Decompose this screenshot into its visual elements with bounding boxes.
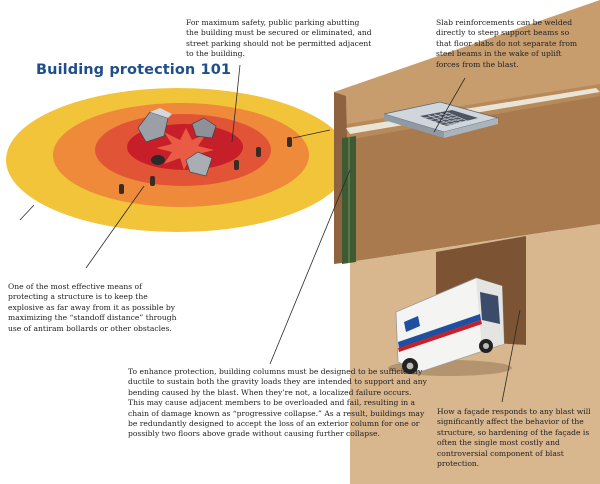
blast-zone	[6, 88, 350, 232]
leader-standoff-2	[19, 204, 35, 221]
leader-lines	[19, 64, 521, 403]
wrecked-car-icon	[137, 108, 217, 177]
leader-slab	[433, 77, 466, 133]
bollard-icon	[119, 137, 292, 194]
caption-parking: For maximum safety, public parking abutt…	[186, 18, 372, 59]
page-title: Building protection 101	[36, 62, 232, 78]
leader-standoff	[85, 185, 145, 269]
caption-slab-reinforcement: Slab reinforcements can be welded direct…	[436, 18, 578, 69]
leader-slab-column	[292, 129, 331, 139]
building-ledge	[346, 96, 600, 262]
mail-truck-icon	[388, 277, 512, 376]
leader-columns	[269, 169, 351, 365]
leader-facade	[501, 309, 521, 403]
caption-facade: How a façade responds to any blast will …	[437, 407, 591, 469]
leader-parking	[231, 64, 241, 143]
caption-standoff-distance: One of the most effective means of prote…	[8, 282, 177, 333]
caption-building-columns: To enhance protection, building columns …	[128, 367, 427, 439]
slab-reinforcement-icon	[383, 101, 500, 138]
